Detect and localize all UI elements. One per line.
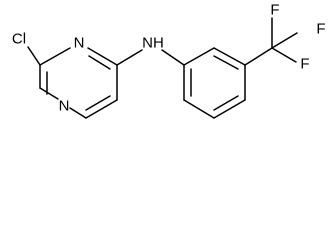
bond-nh-phenyl [161, 49, 185, 66]
fluorine-top-label: F [270, 2, 279, 19]
bond-c2-cl [27, 46, 41, 66]
bond-c5-c6-double [85, 95, 111, 111]
chlorine-atom-label: Cl [12, 31, 26, 48]
chemical-structure-diagram: Cl N N NH F F F [12, 2, 326, 119]
bond-c2-n3 [39, 47, 71, 66]
pyrimidine-n-upper-label: N [74, 35, 85, 52]
bond-c-f-right [271, 32, 298, 49]
fluorine-bottom-label: F [300, 56, 309, 73]
benzene-bond-5 [213, 47, 246, 66]
bond-c4-nh [116, 49, 143, 66]
benzene-bond-2 [183, 99, 215, 119]
bond-c-f-bottom [271, 47, 297, 63]
benzene-bond-6 [183, 47, 215, 66]
fluorine-right-label: F [316, 21, 325, 38]
benzene-inner-double-2 [213, 95, 239, 111]
benzene-bond-3 [213, 99, 246, 119]
bond-n3-c4-double [88, 55, 111, 70]
benzene-inner-double-3 [213, 55, 239, 70]
bond-c5-c6-single [85, 99, 118, 119]
pyrimidine-n-lower-label: N [59, 98, 70, 115]
bond-n1-c2-single [39, 87, 59, 100]
bond-c6-n1 [69, 107, 87, 119]
bond-n3-c4-single [87, 47, 118, 66]
bond-benzene-cf3 [244, 47, 273, 66]
amine-nh-label: NH [142, 35, 164, 52]
